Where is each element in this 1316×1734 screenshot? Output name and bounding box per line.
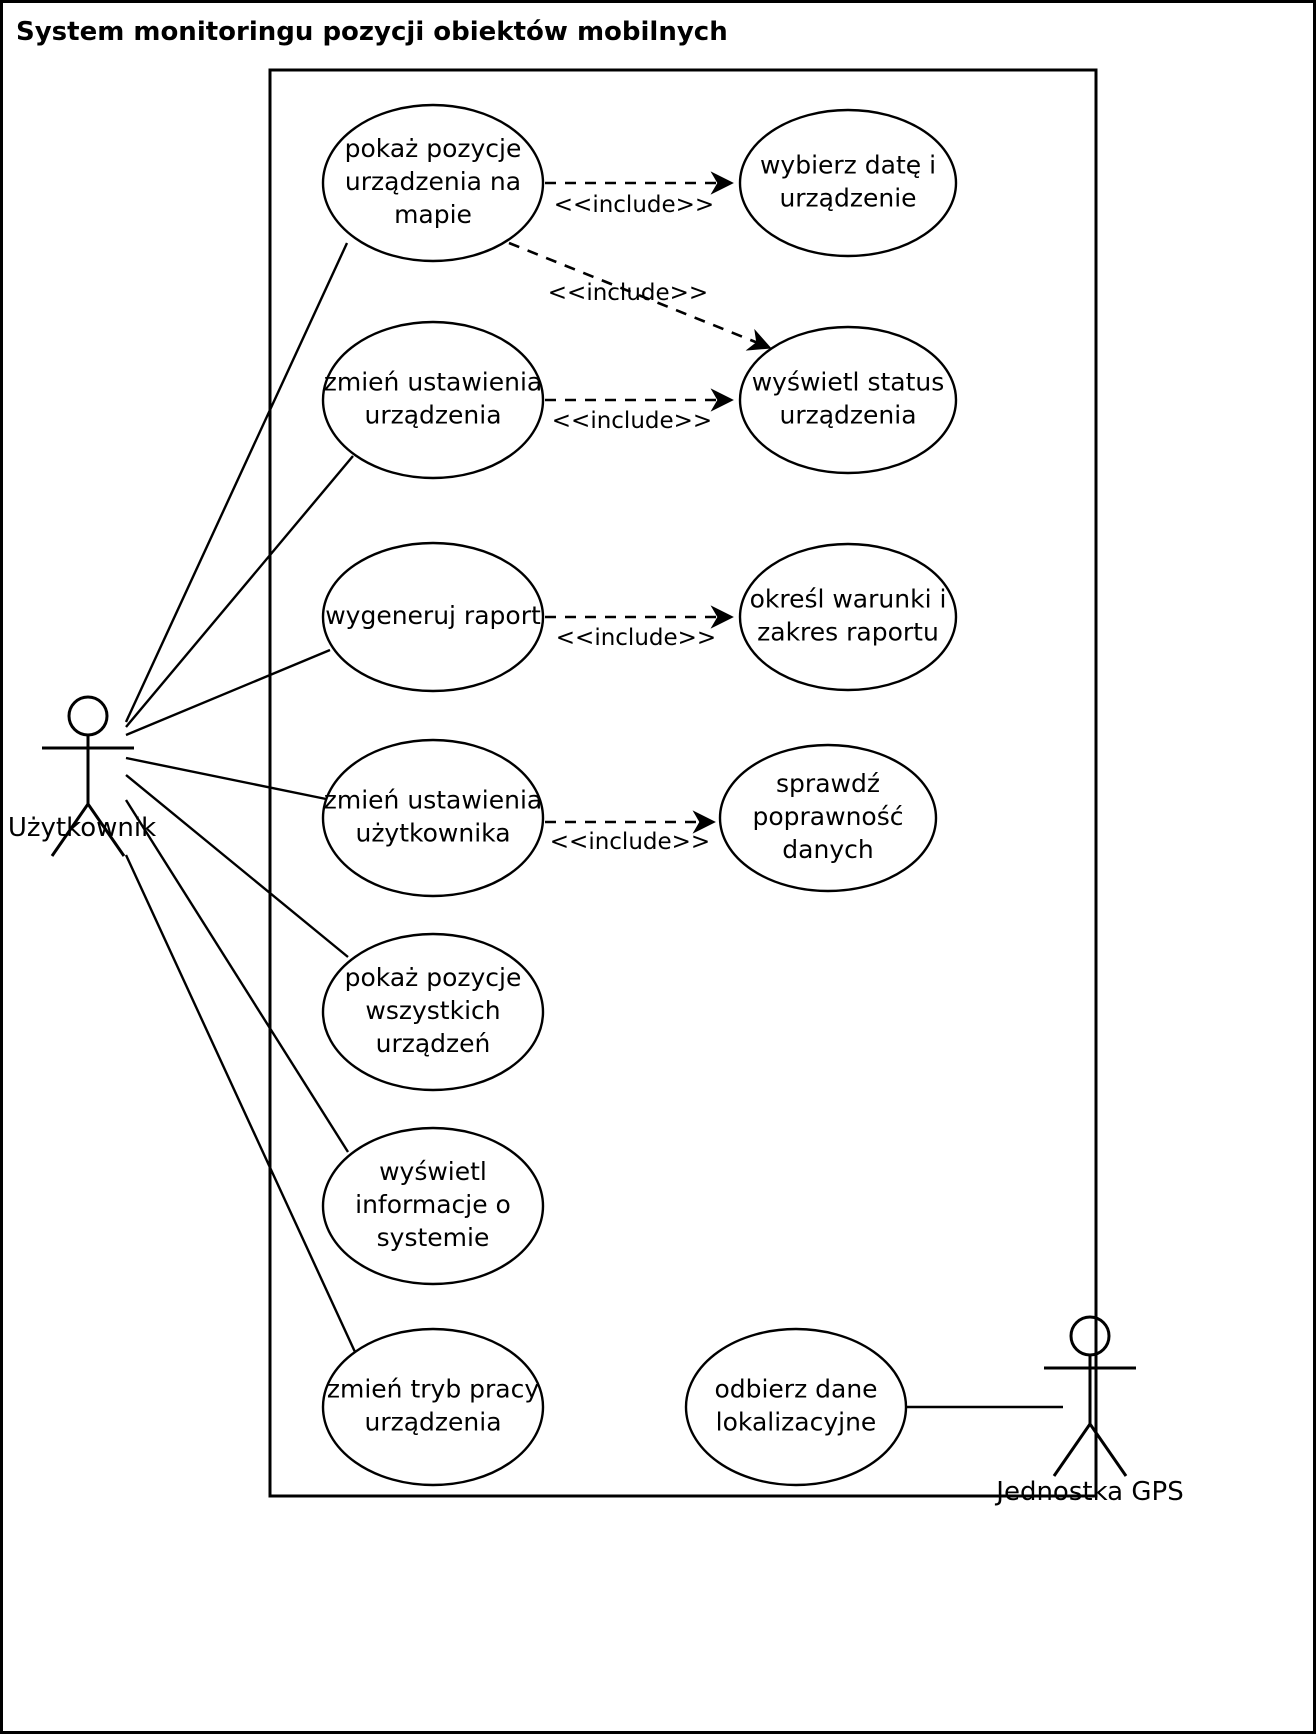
association-line-uzytkownik-to-zmien-ustawienia-urzadzenia (125, 455, 354, 728)
use-case-ellipse (738, 542, 958, 692)
use-case-nodes: pokaż pozycje urządzenia na mapie wybierz d… (321, 103, 958, 1487)
association-line-uzytkownik-to-pokaz-pozycje-wszystkich-urzadzen (125, 774, 349, 958)
use-case-ellipse (321, 1126, 545, 1286)
actor-uzytkownik[interactable]: Użytkownik (8, 695, 156, 857)
use-case-label: pokaż pozycje (345, 134, 522, 163)
use-case-label: zmień ustawienia (324, 368, 542, 397)
actor-leg-right (1088, 1423, 1128, 1477)
use-case-label: informacje o (355, 1190, 511, 1219)
use-case-label: mapie (394, 200, 472, 229)
use-case-wyswietl-informacje-o-systemie[interactable]: wyświetl informacje o systemie (321, 1126, 545, 1286)
association-line-uzytkownik-to-pokaz-pozycje-urzadzenia-na-mapie (124, 242, 349, 723)
use-case-ellipse (321, 738, 545, 898)
include-arrow-pokaz-pozycje-urzadzenia-na-mapie-to-wyswietl-status-urzadzenia (508, 241, 772, 351)
use-case-sprawdz-poprawnosc-danych[interactable]: sprawdź poprawność danych (718, 743, 938, 893)
use-case-wygeneruj-raport[interactable]: wygeneruj raport (321, 541, 545, 693)
actor-label: Jednostka GPS (994, 1477, 1183, 1507)
use-case-label: wyświetl (379, 1157, 487, 1186)
use-case-label: lokalizacyjne (716, 1408, 877, 1437)
use-case-zmien-ustawienia-urzadzenia[interactable]: zmień ustawienia urządzenia (321, 320, 545, 480)
use-case-wyswietl-status-urzadzenia[interactable]: wyświetl status urządzenia (738, 325, 958, 475)
use-case-label: wybierz datę i (760, 151, 936, 180)
diagram-title: System monitoringu pozycji obiektów mobi… (16, 17, 728, 47)
use-case-label: pokaż pozycje (345, 963, 522, 992)
use-case-pokaz-pozycje-urzadzenia-na-mapie[interactable]: pokaż pozycje urządzenia na mapie (321, 103, 545, 263)
use-case-ellipse (321, 932, 545, 1092)
include-stereotype-label: <<include>> (552, 408, 712, 434)
use-case-label: wyświetl status (752, 368, 945, 397)
use-case-label: urządzenia (779, 401, 916, 430)
system-boundary-box (268, 68, 1098, 1498)
include-stereotype-label: <<include>> (554, 192, 714, 218)
use-case-ellipse (718, 743, 938, 893)
use-case-ellipse (738, 108, 958, 258)
use-case-ellipse (321, 320, 545, 480)
actor-jednostka-gps[interactable]: Jednostka GPS (994, 1315, 1184, 1507)
use-case-label: poprawność (753, 802, 904, 831)
use-case-label: danych (782, 835, 873, 864)
use-case-label: wygeneruj raport (325, 601, 541, 630)
use-case-okresl-warunki-i-zakres-raportu[interactable]: określ warunki i zakres raportu (738, 542, 958, 692)
include-stereotype-label: <<include>> (556, 625, 716, 651)
association-line-uzytkownik-to-zmien-tryb-pracy-urzadzenia (124, 854, 357, 1353)
use-case-label: użytkownika (355, 819, 510, 848)
use-case-wybierz-date-i-urzadzenie[interactable]: wybierz datę i urządzenie (738, 108, 958, 258)
use-case-label: systemie (377, 1223, 490, 1252)
include-stereotype-label: <<include>> (548, 280, 708, 306)
association-line-uzytkownik-to-wyswietl-informacje-o-systemie (124, 799, 350, 1153)
use-case-ellipse (321, 103, 545, 263)
use-case-ellipse (321, 1327, 545, 1487)
use-case-zmien-ustawienia-uzytkownika[interactable]: zmień ustawienia użytkownika (321, 738, 545, 898)
use-case-label: zmień ustawienia (324, 786, 542, 815)
association-line-uzytkownik-to-wygeneruj-raport (125, 648, 331, 737)
association-lines (124, 242, 1063, 1409)
use-case-label: urządzeń (376, 1029, 491, 1058)
actor-head-icon (67, 695, 109, 737)
actor-leg-right (86, 803, 126, 857)
actor-head-icon (1069, 1315, 1111, 1357)
include-stereotype-label: <<include>> (550, 829, 710, 855)
use-case-label: urządzenia na (345, 167, 521, 196)
use-case-label: urządzenia (364, 1408, 501, 1437)
use-case-label: odbierz dane (714, 1375, 877, 1404)
actor-label: Użytkownik (8, 813, 156, 843)
actor-leg-left (50, 803, 90, 857)
use-case-odbierz-dane-lokalizacyjne[interactable]: odbierz dane lokalizacyjne (684, 1327, 908, 1487)
use-case-pokaz-pozycje-wszystkich-urzadzen[interactable]: pokaż pozycje wszystkich urządzeń (321, 932, 545, 1092)
use-case-label: zmień tryb pracy (327, 1375, 539, 1404)
use-case-label: urządzenia (364, 401, 501, 430)
use-case-label: wszystkich (365, 996, 500, 1025)
association-line-uzytkownik-to-zmien-ustawienia-uzytkownika (125, 756, 332, 802)
use-case-label: sprawdź (776, 769, 880, 798)
use-case-label: określ warunki i (750, 585, 947, 614)
use-case-ellipse (684, 1327, 908, 1487)
use-case-zmien-tryb-pracy-urzadzenia[interactable]: zmień tryb pracy urządzenia (321, 1327, 545, 1487)
use-case-label: zakres raportu (757, 618, 939, 647)
use-case-label: urządzenie (779, 184, 916, 213)
actor-leg-left (1052, 1423, 1092, 1477)
use-case-ellipse (738, 325, 958, 475)
use-case-ellipse (321, 541, 545, 693)
include-dependencies: <<include>> <<include>> <<include>> <<inclu… (508, 171, 772, 855)
